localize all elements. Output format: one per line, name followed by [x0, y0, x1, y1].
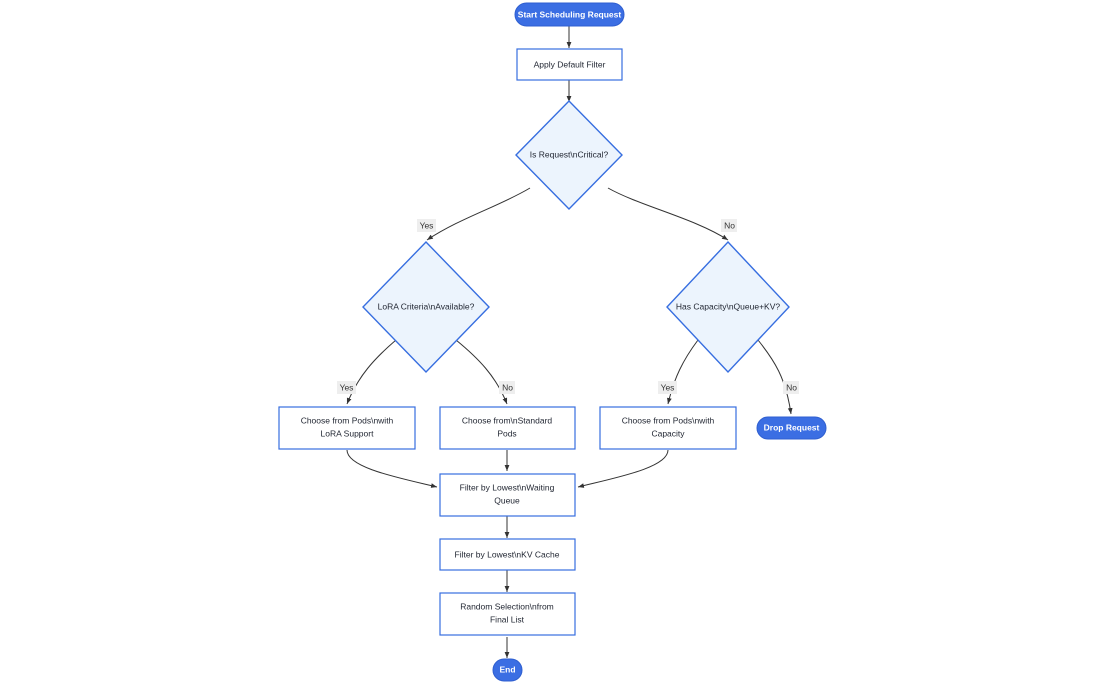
- node-filter-kv-cache[interactable]: Filter by Lowest\nKV Cache: [439, 538, 576, 571]
- node-lora-criteria-available[interactable]: LoRA Criteria\nAvailable?: [362, 240, 490, 374]
- edge-lora-criteria-no-to-choose-standard-pods: [455, 339, 508, 405]
- edge-label-capacity-yes: Yes: [658, 381, 677, 394]
- node-choose-lora-pods[interactable]: Choose from Pods\nwith LoRA Support: [278, 406, 416, 450]
- edge-label-layer: Yes No Yes No Yes No: [337, 219, 799, 394]
- node-layer: Start Scheduling Request Apply Default F…: [278, 2, 827, 682]
- node-filter-kv-cache-label: Filter by Lowest\nKV Cache: [455, 549, 560, 559]
- node-has-capacity[interactable]: Has Capacity\nQueue+KV?: [666, 240, 790, 374]
- node-end-label: End: [499, 664, 515, 674]
- node-choose-standard-pods-label-line2: Pods: [497, 428, 516, 438]
- node-is-request-critical[interactable]: Is Request\nCritical?: [515, 100, 623, 210]
- edge-label-capacity-no-text: No: [786, 382, 797, 392]
- node-choose-lora-pods-label-line2: LoRA Support: [321, 428, 375, 438]
- edge-choose-lora-pods-to-filter-waiting-queue: [346, 449, 438, 488]
- node-choose-standard-pods-label-line1: Choose from\nStandard: [462, 415, 553, 425]
- node-filter-waiting-queue-label-line2: Queue: [494, 495, 520, 505]
- edge-is-request-critical-no-to-has-capacity: [607, 187, 729, 241]
- edge-label-critical-no-text: No: [724, 220, 735, 230]
- node-choose-lora-pods-label-line1: Choose from Pods\nwith: [301, 415, 394, 425]
- node-is-request-critical-label: Is Request\nCritical?: [530, 149, 609, 159]
- node-random-selection-label-line1: Random Selection\nfrom: [460, 601, 554, 611]
- edge-has-capacity-no-to-drop-request: [757, 339, 793, 415]
- edge-has-capacity-yes-to-choose-capacity-pods: [667, 339, 699, 405]
- node-random-selection-label-line2: Final List: [490, 614, 525, 624]
- node-random-selection[interactable]: Random Selection\nfrom Final List: [439, 592, 576, 636]
- edge-label-lora-yes-text: Yes: [340, 382, 354, 392]
- edge-lora-criteria-yes-to-choose-lora-pods: [346, 339, 397, 405]
- node-choose-capacity-pods-label-line1: Choose from Pods\nwith: [622, 415, 715, 425]
- edge-label-lora-yes: Yes: [337, 381, 356, 394]
- node-choose-standard-pods[interactable]: Choose from\nStandard Pods: [439, 406, 576, 450]
- edge-label-critical-no: No: [721, 219, 737, 232]
- edge-label-capacity-yes-text: Yes: [661, 382, 675, 392]
- edge-label-lora-no: No: [499, 381, 515, 394]
- node-start[interactable]: Start Scheduling Request: [514, 2, 625, 27]
- edge-label-critical-yes-text: Yes: [420, 220, 434, 230]
- node-drop-request[interactable]: Drop Request: [756, 416, 827, 440]
- edge-choose-capacity-pods-to-filter-waiting-queue: [577, 449, 669, 488]
- edge-is-request-critical-yes-to-lora-criteria: [426, 187, 531, 241]
- edge-label-capacity-no: No: [783, 381, 799, 394]
- node-start-label: Start Scheduling Request: [518, 9, 622, 19]
- node-lora-criteria-available-label: LoRA Criteria\nAvailable?: [378, 301, 475, 311]
- node-filter-waiting-queue[interactable]: Filter by Lowest\nWaiting Queue: [439, 473, 576, 517]
- node-apply-default-filter-label: Apply Default Filter: [534, 59, 606, 69]
- node-filter-waiting-queue-label-line1: Filter by Lowest\nWaiting: [460, 482, 555, 492]
- node-choose-capacity-pods-label-line2: Capacity: [651, 428, 685, 438]
- node-apply-default-filter[interactable]: Apply Default Filter: [516, 48, 623, 81]
- node-drop-request-label: Drop Request: [764, 422, 820, 432]
- node-choose-capacity-pods[interactable]: Choose from Pods\nwith Capacity: [599, 406, 737, 450]
- edge-label-lora-no-text: No: [502, 382, 513, 392]
- edge-label-critical-yes: Yes: [417, 219, 436, 232]
- node-has-capacity-label: Has Capacity\nQueue+KV?: [676, 301, 780, 311]
- node-end[interactable]: End: [492, 658, 523, 682]
- edge-layer: [346, 26, 793, 658]
